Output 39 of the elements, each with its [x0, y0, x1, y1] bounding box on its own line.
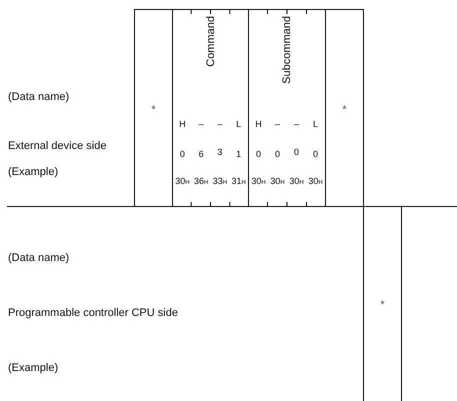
- field-cell: [172, 9, 249, 207]
- row-label: (Data name): [8, 90, 70, 104]
- ascii-code: 30$_{H}$: [269, 176, 286, 186]
- row-label: Programmable controller CPU side: [8, 306, 179, 320]
- field-cell: [363, 206, 402, 401]
- field-cell: [248, 9, 326, 207]
- asterisk: *: [150, 104, 157, 116]
- digit: 0: [178, 149, 186, 159]
- digit: 0: [274, 149, 281, 159]
- digit: 0: [312, 149, 319, 159]
- byte-order-mark: –: [274, 119, 281, 129]
- row-label: (Data name): [8, 251, 70, 265]
- byte-order-mark: L: [312, 119, 319, 129]
- field-name: Command: [204, 16, 216, 67]
- digit: 3: [216, 147, 224, 157]
- row-label: (Example): [8, 165, 60, 179]
- digit: 0: [254, 149, 262, 159]
- field-cell: [134, 9, 173, 207]
- asterisk: *: [341, 104, 348, 116]
- byte-order-mark: L: [235, 119, 242, 129]
- ascii-code: 30$_{H}$: [307, 176, 324, 186]
- ascii-code: 31$_{H}$: [230, 176, 247, 186]
- byte-order-mark: –: [292, 119, 300, 129]
- digit: 1: [235, 149, 242, 159]
- ascii-code: 36$_{H}$: [192, 176, 210, 186]
- ascii-code: 30$_{H}$: [288, 176, 305, 186]
- ascii-code: 33$_{H}$: [212, 176, 228, 186]
- digit: 6: [198, 149, 205, 159]
- byte-order-mark: H: [254, 119, 263, 129]
- row-label: (Example): [8, 361, 60, 375]
- digit: 0: [292, 147, 300, 157]
- row-label: External device side: [8, 139, 108, 153]
- asterisk: *: [379, 299, 386, 311]
- ascii-code: 30$_{H}$: [250, 176, 267, 186]
- byte-order-mark: –: [216, 119, 224, 129]
- field-name: Subcommand: [281, 16, 293, 84]
- ascii-code: 30$_{H}$: [174, 176, 191, 186]
- byte-order-mark: H: [178, 119, 187, 129]
- byte-order-mark: –: [198, 119, 205, 129]
